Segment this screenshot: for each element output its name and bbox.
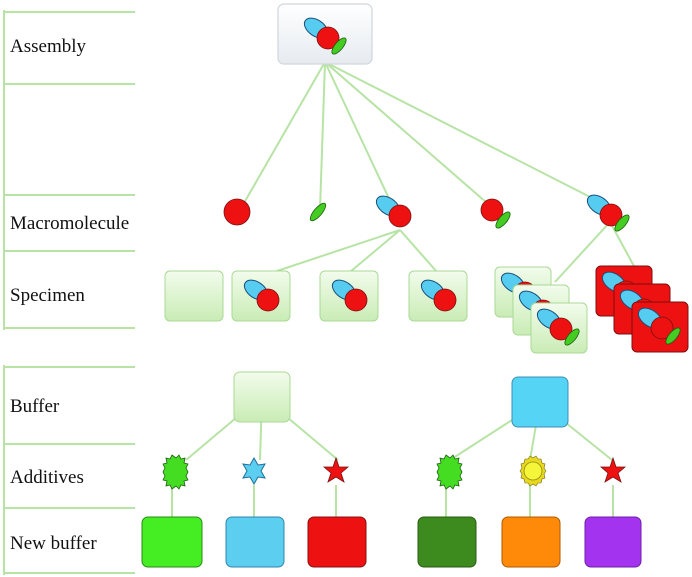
row-label-specimen: Specimen <box>10 285 85 306</box>
macromolecule-red-green-complex <box>480 198 513 231</box>
specimen-empty <box>164 270 224 322</box>
additive-green-burst-2 <box>436 454 463 490</box>
additive-green-burst <box>162 454 189 490</box>
specimen-stack-red <box>595 265 689 353</box>
new-buffer-orange <box>501 516 561 568</box>
additive-red-star-2 <box>599 456 627 483</box>
row-axis <box>3 10 135 575</box>
row-label-assembly: Assembly <box>10 36 86 57</box>
row-label-buffer: Buffer <box>10 396 60 417</box>
new-buffer-red <box>307 516 367 568</box>
specimen-complex-1 <box>231 270 291 322</box>
specimen-complex-2 <box>319 270 379 322</box>
buffer-cyan <box>511 376 569 428</box>
assembly-node <box>277 3 373 65</box>
new-buffer-dark-green <box>417 516 477 568</box>
additive-red-star <box>322 456 350 483</box>
specimen-stack-green <box>494 266 588 354</box>
row-label-new-buffer: New buffer <box>10 533 97 554</box>
macromolecule-cyan-red-complex <box>372 191 412 228</box>
macromolecule-triple-complex <box>583 190 632 234</box>
row-label-additives: Additives <box>10 467 84 488</box>
additive-cyan-star <box>242 456 266 486</box>
macromolecule-red <box>223 198 251 226</box>
new-buffer-bright-green <box>141 516 203 568</box>
new-buffer-purple <box>584 516 642 568</box>
row-label-macromolecule: Macromolecule <box>10 213 130 234</box>
macromolecule-green <box>309 202 327 222</box>
connector-lines <box>171 61 636 520</box>
new-buffer-cyan <box>225 516 285 568</box>
buffer-light-green <box>233 371 291 423</box>
specimen-complex-3 <box>408 270 468 322</box>
additive-yellow-sun <box>519 455 547 487</box>
